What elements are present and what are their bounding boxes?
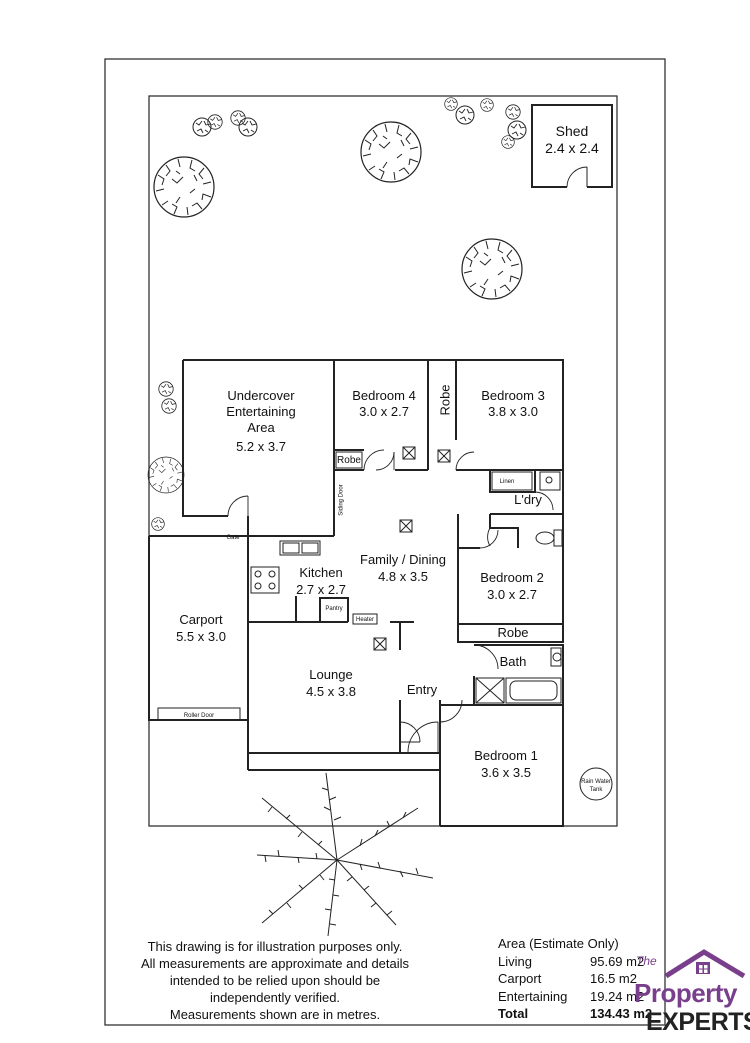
area-row-label: Carport xyxy=(498,971,542,986)
area-row: Entertaining 19.24 m2 xyxy=(498,988,668,1006)
palm-tree-icon xyxy=(256,772,434,937)
area-row-value: 95.69 m2 xyxy=(590,953,645,969)
laundry-label: L'dry xyxy=(514,492,542,507)
fixtures xyxy=(157,451,613,801)
area-total-value: 134.43 m2 xyxy=(590,1006,653,1021)
carport-name: Carport xyxy=(179,612,223,627)
door-swings xyxy=(227,449,554,753)
house-roof-icon xyxy=(664,949,746,979)
area-row-label: Entertaining xyxy=(498,988,568,1004)
disclaimer-line: All measurements are approximate and det… xyxy=(140,956,410,971)
lounge-name: Lounge xyxy=(309,667,352,682)
vent-icon xyxy=(373,446,451,651)
pantry-label: Pantry xyxy=(325,606,342,612)
roller-door-label: Roller Door xyxy=(184,713,214,719)
undercover-dims: 5.2 x 3.7 xyxy=(236,439,286,454)
page-border xyxy=(104,58,666,1026)
area-summary: Area (Estimate Only) Living 95.69 m2 Car… xyxy=(498,935,668,1023)
siding-door-label: Siding Door xyxy=(339,484,345,515)
kitchen-dims: 2.7 x 2.7 xyxy=(296,582,346,597)
disclaimer-line: This drawing is for illustration purpose… xyxy=(147,939,403,954)
area-title: Area (Estimate Only) xyxy=(498,936,619,951)
bedroom4-name: Bedroom 4 xyxy=(352,388,416,403)
lounge-dims: 4.5 x 3.8 xyxy=(306,684,356,699)
rain-tank-line1: Rain Water xyxy=(581,779,611,785)
area-total-row: Total 134.43 m2 xyxy=(498,1005,668,1023)
disclaimer-line: independently verified. xyxy=(209,990,341,1005)
robe-bedroom2: Robe xyxy=(497,625,528,640)
rain-tank-line2: Tank xyxy=(590,787,604,793)
area-row-value: 16.5 m2 xyxy=(590,971,637,986)
undercover-line1: Undercover xyxy=(227,388,295,403)
logo-property: Property xyxy=(634,978,737,1008)
shed: Shed 2.4 x 2.4 xyxy=(531,104,613,189)
gate-label: Gate xyxy=(226,535,240,541)
bedroom1-dims: 3.6 x 3.5 xyxy=(481,765,531,780)
robe-vertical: Robe xyxy=(437,384,452,415)
robe-bedroom4: Robe xyxy=(337,455,361,466)
bedroom4-dims: 3.0 x 2.7 xyxy=(359,404,409,419)
undercover-line2: Entertaining xyxy=(226,404,295,419)
disclaimer-line: intended to be relied upon should be xyxy=(169,973,381,988)
brand-logo: The Property EXPERTS xyxy=(632,948,750,1043)
logo-experts: EXPERTS xyxy=(646,1008,750,1036)
linen-label: Linen xyxy=(500,479,515,485)
area-row-value: 19.24 m2 xyxy=(590,988,645,1004)
area-row: Living 95.69 m2 xyxy=(498,953,668,971)
kitchen-name: Kitchen xyxy=(299,565,342,580)
undercover-line3: Area xyxy=(247,420,275,435)
disclaimer: This drawing is for illustration purpose… xyxy=(110,938,440,1023)
area-row-label: Living xyxy=(498,953,532,969)
bedroom3-dims: 3.8 x 3.0 xyxy=(488,404,538,419)
bedroom1-name: Bedroom 1 xyxy=(474,748,538,763)
logo-the: The xyxy=(636,954,657,968)
carport-dims: 5.5 x 3.0 xyxy=(176,629,226,644)
family-name: Family / Dining xyxy=(360,552,446,567)
family-dims: 4.8 x 3.5 xyxy=(378,569,428,584)
bath-label: Bath xyxy=(500,654,527,669)
area-total-label: Total xyxy=(498,1006,529,1021)
bedroom2-name: Bedroom 2 xyxy=(480,570,544,585)
bedroom3-name: Bedroom 3 xyxy=(481,388,545,403)
property-boundary xyxy=(148,95,618,827)
entry-label: Entry xyxy=(407,682,438,697)
shed-name: Shed xyxy=(556,123,589,139)
heater-label: Heater xyxy=(356,617,374,623)
disclaimer-line: Measurements shown are in metres. xyxy=(169,1007,381,1022)
shed-dims: 2.4 x 2.4 xyxy=(545,140,599,156)
area-row: Carport 16.5 m2 xyxy=(498,970,668,988)
bedroom2-dims: 3.0 x 2.7 xyxy=(487,587,537,602)
